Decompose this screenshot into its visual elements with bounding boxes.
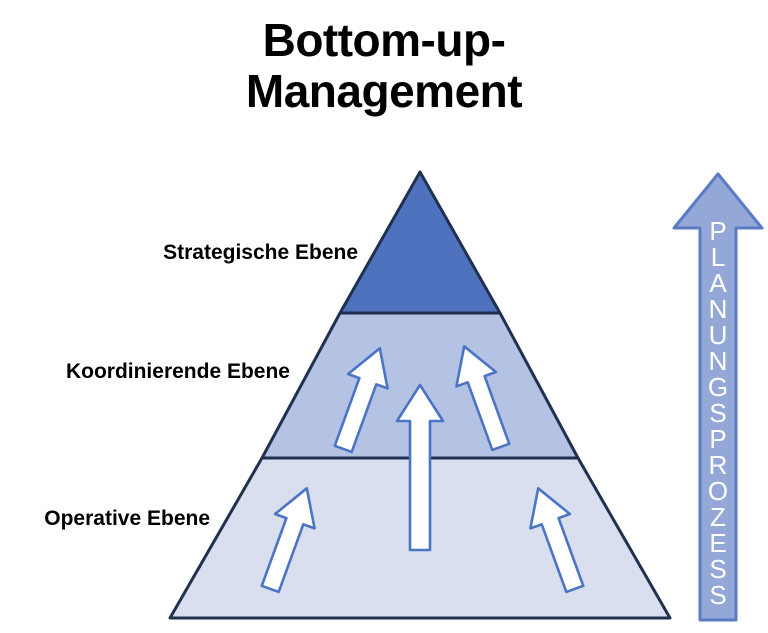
- up-arrow-center-main: [395, 383, 445, 552]
- pyramid: [168, 170, 672, 620]
- tier-labels: Strategische Ebene Koordinierende Ebene …: [44, 241, 358, 530]
- page-title: Bottom-up- Management: [246, 14, 523, 117]
- process-letter-13: S: [709, 554, 726, 584]
- up-arrow-coordinating-left: [333, 347, 389, 454]
- process-letter-10: O: [708, 476, 728, 506]
- pyramid-tier-strategic[interactable]: [338, 170, 502, 315]
- tier-label-operational: Operative Ebene: [44, 507, 210, 530]
- process-letter-4: U: [709, 320, 728, 350]
- planungsprozess-arrow-shape[interactable]: [672, 172, 764, 622]
- process-letter-9: R: [709, 450, 728, 480]
- planungsprozess-label: P L A N U N G S P R O Z E S S: [708, 216, 728, 610]
- arrow-group-coordinating: [333, 345, 511, 552]
- up-arrow-operational-right: [529, 487, 585, 594]
- title-line-1: Bottom-up-: [263, 14, 506, 66]
- process-letter-14: S: [709, 580, 726, 610]
- process-letter-6: G: [708, 372, 728, 402]
- process-letter-5: N: [709, 346, 728, 376]
- process-letter-3: N: [709, 294, 728, 324]
- process-letter-8: P: [709, 424, 726, 454]
- process-letter-1: L: [711, 242, 725, 272]
- process-letter-12: E: [709, 528, 726, 558]
- title-line-2: Management: [246, 65, 522, 117]
- planungsprozess-arrow[interactable]: P L A N U N G S P R O Z E S S: [672, 172, 764, 622]
- process-letter-11: Z: [710, 502, 726, 532]
- up-arrow-operational-left: [260, 487, 316, 594]
- tier-label-coordinating: Koordinierende Ebene: [66, 360, 290, 383]
- process-letter-2: A: [709, 268, 727, 298]
- up-arrow-coordinating-right: [455, 345, 511, 452]
- process-letter-0: P: [709, 216, 726, 246]
- arrow-group-operational: [260, 487, 585, 594]
- tier-label-strategic: Strategische Ebene: [163, 241, 358, 264]
- process-letter-7: S: [709, 398, 726, 428]
